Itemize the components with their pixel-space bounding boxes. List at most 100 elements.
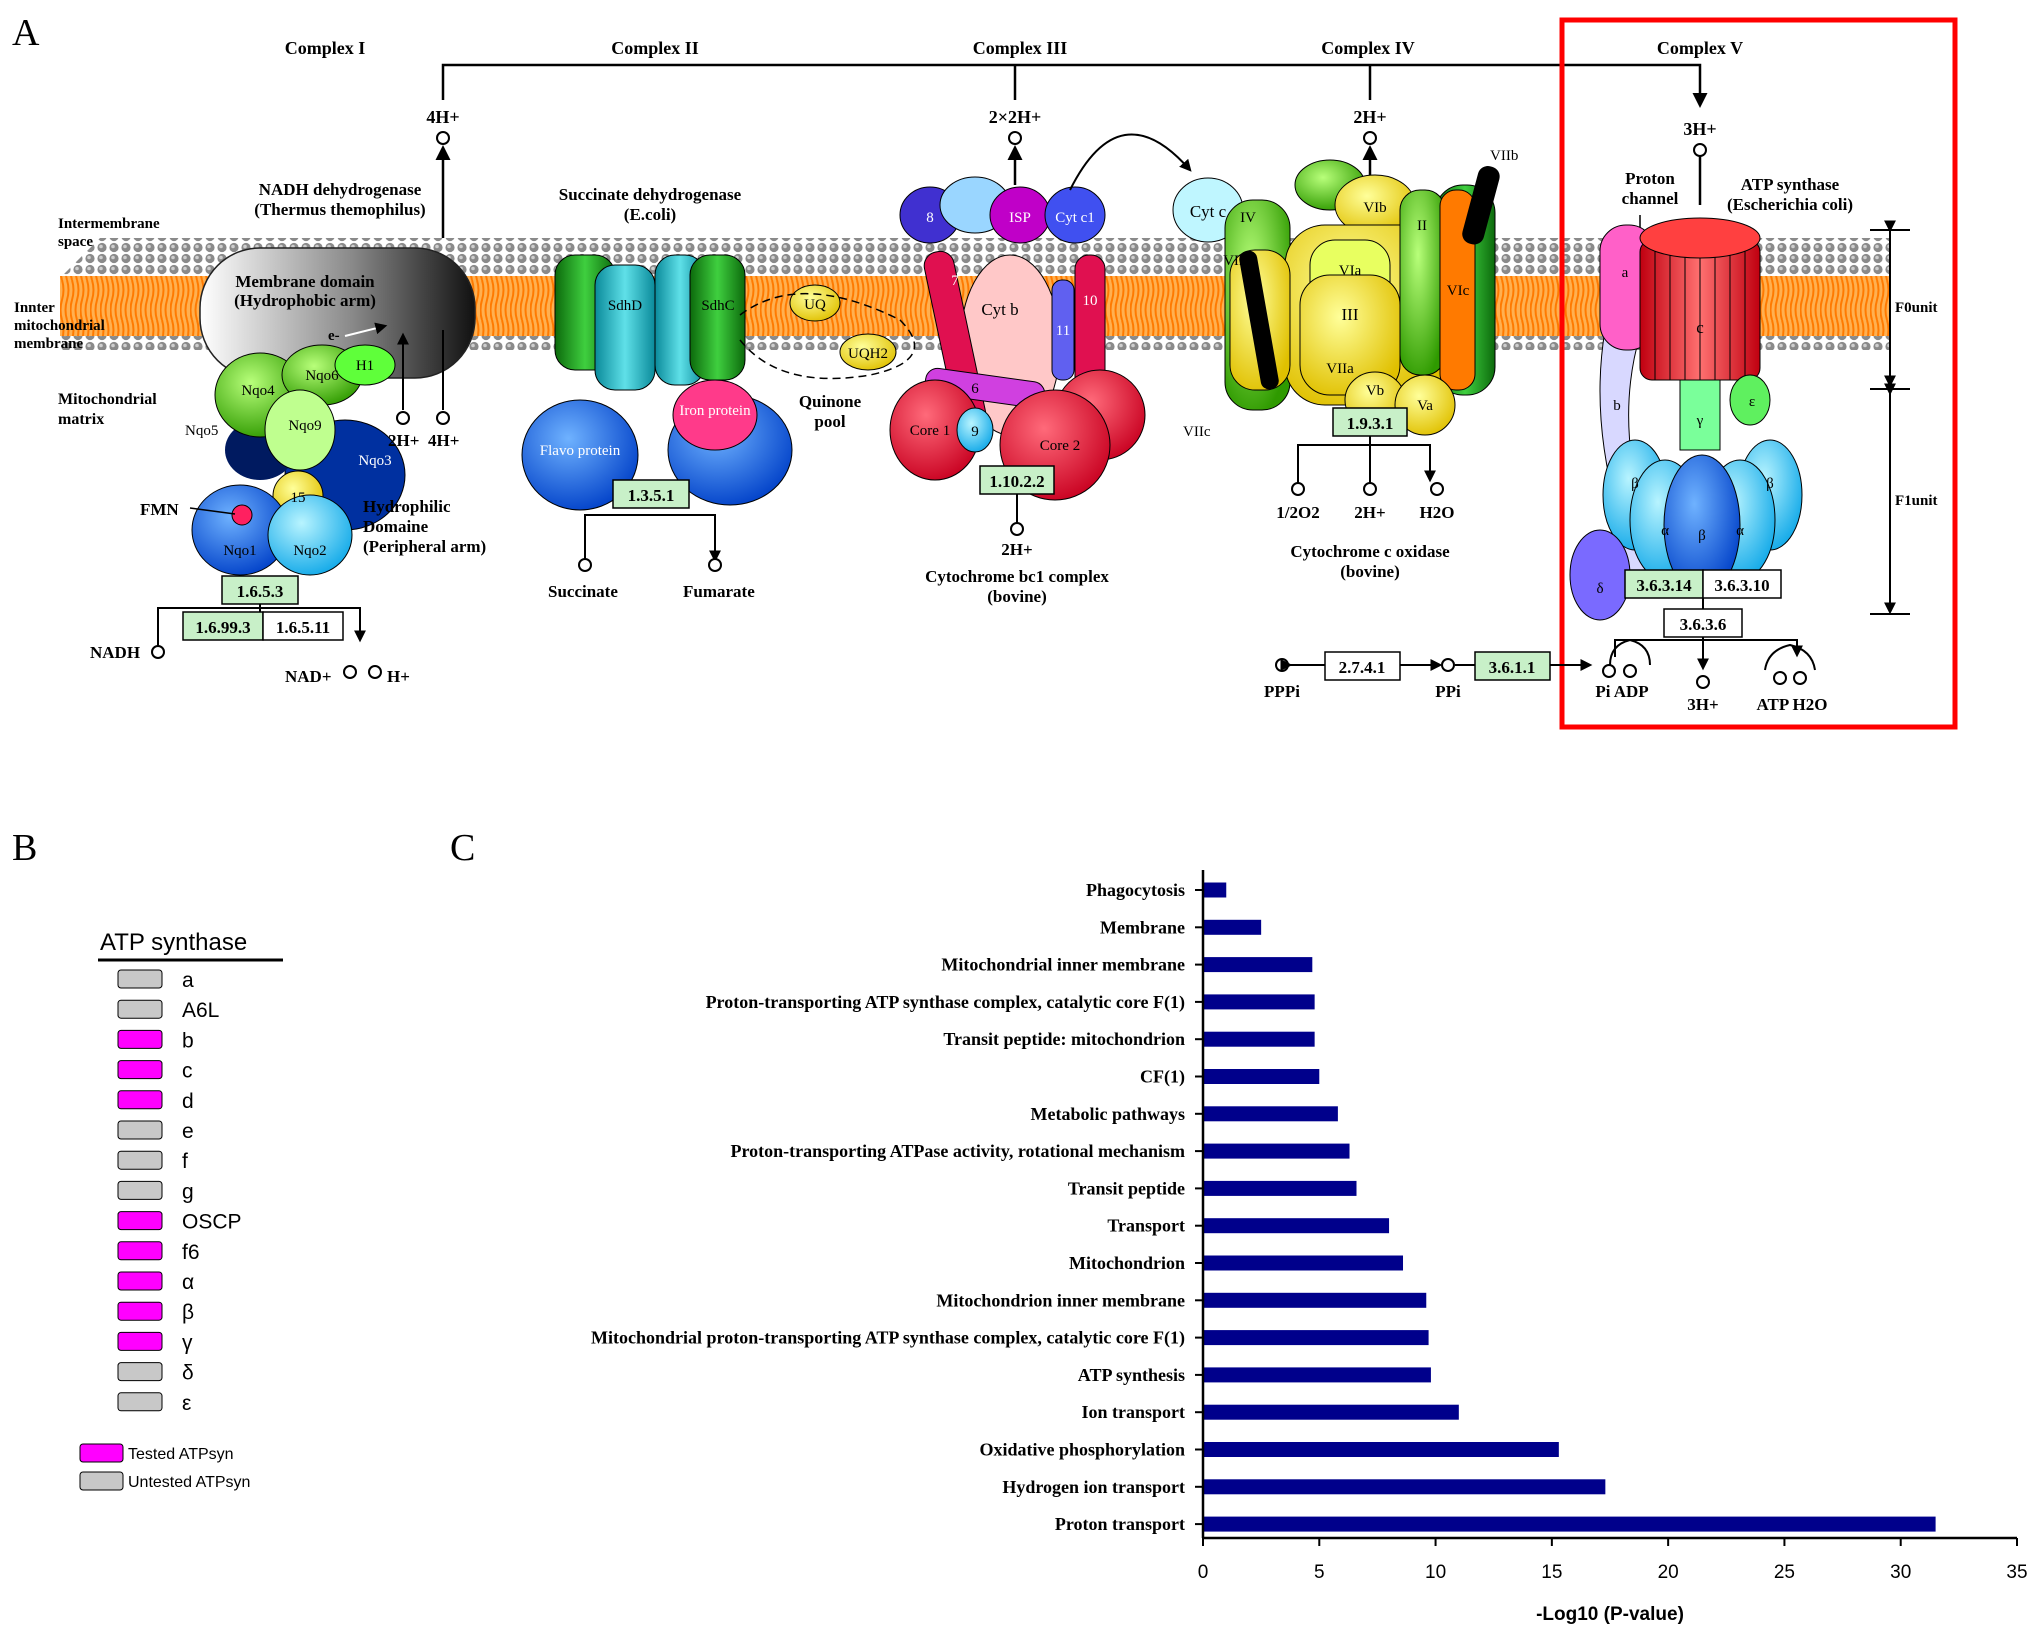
legend-swatch	[117, 1150, 163, 1170]
c2-iron-protein	[672, 379, 758, 451]
label-intermembrane-1: Intermembrane	[58, 216, 160, 232]
c2-sdhd	[594, 264, 656, 391]
svg-text:b: b	[1613, 398, 1621, 414]
complex-title-2: Complex II	[611, 38, 699, 58]
legend-swatch	[117, 1180, 163, 1200]
legend-swatch	[117, 1090, 163, 1110]
svg-text:2H+: 2H+	[388, 431, 419, 450]
c5-gamma	[1679, 379, 1721, 451]
svg-text:ε: ε	[1749, 394, 1755, 410]
svg-text:α: α	[1661, 523, 1669, 539]
svg-text:Nqo3: Nqo3	[358, 453, 391, 469]
bar	[1203, 1106, 1338, 1122]
svg-text:VIIc: VIIc	[1183, 424, 1211, 440]
c4-va	[1394, 374, 1456, 436]
svg-text:PPi: PPi	[1435, 682, 1461, 701]
legend-swatch	[117, 1211, 163, 1231]
bar	[1203, 1442, 1559, 1457]
legend-label: b	[182, 1029, 194, 1052]
svg-text:ATP H2O: ATP H2O	[1757, 695, 1828, 714]
bar	[1203, 1218, 1390, 1234]
proton-top-c1: 4H+	[426, 107, 460, 240]
svg-text:H+: H+	[387, 667, 410, 686]
svg-text:Fumarate: Fumarate	[683, 582, 755, 601]
svg-text:FMN: FMN	[140, 500, 179, 519]
svg-text:11: 11	[1056, 323, 1070, 339]
legend-label: δ	[182, 1362, 194, 1385]
svg-text:(Hydrophobic arm): (Hydrophobic arm)	[234, 291, 376, 310]
svg-text:1.6.5.11: 1.6.5.11	[276, 618, 330, 637]
bar	[1203, 994, 1315, 1010]
category-label: Proton-transporting ATP synthase complex…	[706, 992, 1185, 1013]
legend-swatch	[117, 1362, 163, 1382]
bar	[1203, 957, 1313, 973]
svg-text:pool: pool	[814, 412, 845, 431]
bar	[1203, 1330, 1429, 1346]
svg-text:10: 10	[1083, 293, 1098, 309]
c1-h1	[334, 344, 396, 386]
svg-text:Nqo5: Nqo5	[185, 423, 218, 439]
panel-label-c: C	[450, 827, 475, 869]
category-label: Transit peptide: mitochondrion	[943, 1029, 1185, 1049]
complex-title-4: Complex IV	[1321, 38, 1415, 58]
complex-title-3: Complex III	[973, 38, 1068, 58]
x-tick-label: 30	[1890, 1562, 1911, 1583]
svg-text:1.3.5.1: 1.3.5.1	[628, 486, 675, 505]
legend-label: OSCP	[182, 1211, 242, 1234]
svg-text:β: β	[1698, 528, 1706, 544]
legend-swatch	[117, 1060, 163, 1080]
panel-label-a: A	[12, 12, 40, 54]
legend-label: ε	[182, 1392, 191, 1415]
svg-text:F0unit: F0unit	[1895, 300, 1938, 316]
x-tick-label: 0	[1198, 1562, 1209, 1583]
category-label: Proton-transporting ATPase activity, rot…	[731, 1141, 1185, 1161]
svg-text:7: 7	[951, 273, 959, 289]
svg-text:1.9.3.1: 1.9.3.1	[1347, 414, 1394, 433]
bar	[1203, 1180, 1357, 1196]
svg-text:β: β	[1631, 476, 1639, 492]
label-inner-2: mitochondrial	[14, 318, 105, 334]
svg-text:δ: δ	[1596, 581, 1603, 597]
svg-text:II: II	[1417, 218, 1427, 234]
legend-label: α	[182, 1271, 194, 1294]
key-untested-swatch	[79, 1471, 124, 1491]
category-label: Transit peptide	[1068, 1178, 1185, 1198]
proton-line	[441, 63, 1708, 108]
category-label: ATP synthesis	[1078, 1365, 1185, 1385]
svg-text:3.6.3.10: 3.6.3.10	[1714, 576, 1769, 595]
legend-swatch	[117, 1241, 163, 1261]
bar	[1203, 1031, 1315, 1047]
complex5-highlight-box	[1559, 17, 1958, 730]
label-matrix-2: matrix	[58, 411, 104, 428]
svg-text:Core 2: Core 2	[1040, 438, 1080, 454]
svg-text:VIa: VIa	[1339, 263, 1362, 279]
key-tested-label: Tested ATPsyn	[128, 1446, 234, 1463]
svg-text:Proton: Proton	[1625, 169, 1675, 188]
svg-text:4H+: 4H+	[428, 431, 459, 450]
svg-text:Nqo1: Nqo1	[223, 543, 256, 559]
svg-text:Nqo6: Nqo6	[305, 368, 339, 384]
legend-title: ATP synthase	[100, 929, 247, 956]
label-inner-3: membrane	[14, 336, 83, 352]
c1-nqo2	[267, 494, 353, 576]
c3-11	[1051, 279, 1075, 381]
complex-2: Succinate dehydrogenase (E.coli) SdhD Sd…	[521, 185, 916, 601]
label-matrix-1: Mitochondrial	[58, 391, 157, 408]
complex-1: NADH dehydrogenase (Thermus themophilus)…	[90, 180, 486, 686]
svg-text:α: α	[1736, 523, 1744, 539]
proton-top-c5: 3H+	[1683, 119, 1717, 205]
svg-text:NADH: NADH	[90, 643, 140, 662]
category-label: Mitochondrion	[1069, 1253, 1185, 1273]
legend-label: f	[182, 1150, 188, 1173]
bar	[1203, 882, 1227, 898]
svg-text:γ: γ	[1696, 413, 1704, 429]
legend-label: d	[182, 1090, 194, 1113]
legend-label: β	[182, 1301, 194, 1324]
c3-ec	[979, 465, 1055, 495]
svg-text:3.6.3.6: 3.6.3.6	[1680, 615, 1727, 634]
proton-top-c3: 2×2H+	[989, 107, 1041, 185]
svg-text:Nqo4: Nqo4	[241, 383, 275, 399]
legend-swatch	[117, 1029, 163, 1049]
c5-epsilon	[1729, 374, 1771, 426]
